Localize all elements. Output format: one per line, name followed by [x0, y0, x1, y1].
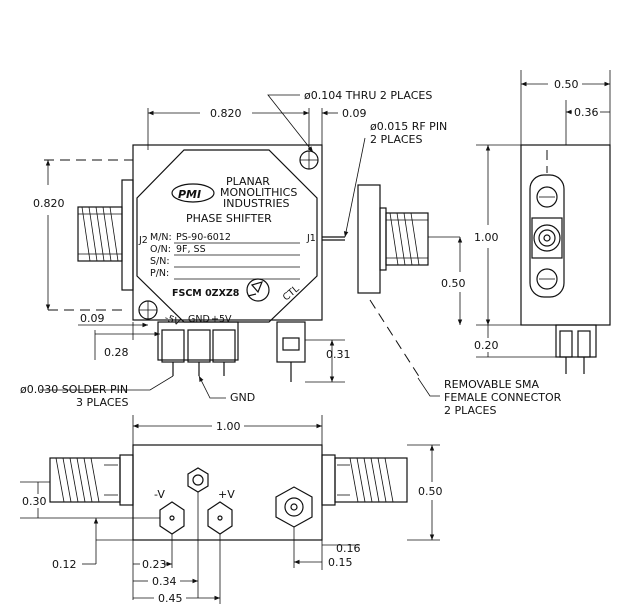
bottom-solder-pins — [157, 321, 239, 376]
on-value: 9F, SS — [176, 244, 206, 255]
pos-v-hex-pin — [207, 501, 233, 535]
gnd-hex-pin — [187, 467, 209, 493]
dim-pin-y: 0.30 — [22, 495, 47, 508]
dim-hole-offset: 0.09 — [342, 107, 367, 120]
product-name: PHASE SHIFTER — [186, 212, 272, 225]
dim-side-bottom: 0.20 — [474, 339, 499, 352]
dim-016: 0.16 — [336, 542, 361, 555]
dim-side-inner: 0.36 — [574, 106, 599, 119]
connector-view: REMOVABLE SMA FEMALE CONNECTOR 2 PLACES — [357, 184, 562, 417]
mn-label: M/N: — [150, 232, 172, 243]
rf-pin-note-2: 2 PLACES — [370, 133, 422, 146]
dim-top-width: 0.820 — [210, 107, 242, 120]
company-line-3: INDUSTRIES — [223, 197, 290, 210]
neg-v-label: -V — [154, 488, 165, 501]
bottom-dimensions: 1.00 0.50 0.30 0.12 0.23 0.34 0.45 0.16 — [20, 415, 443, 605]
pmi-logo: PMI — [178, 188, 201, 201]
rf-hex-connector — [275, 486, 313, 528]
front-view: PMI PLANAR MONOLITHICS INDUSTRIES PHASE … — [44, 144, 345, 382]
hole-note: ø0.104 THRU 2 PLACES — [304, 89, 432, 102]
company-line-2: MONOLITHICS — [220, 186, 297, 199]
rf-pin-note-1: ø0.015 RF PIN — [370, 120, 447, 133]
dim-left-height: 0.820 — [33, 197, 65, 210]
on-label: O/N: — [150, 244, 171, 255]
side-view — [520, 144, 611, 374]
dim-left-hole: 0.09 — [80, 312, 105, 325]
dim-connector-depth: 0.28 — [104, 346, 129, 359]
dim-pin-height: 0.31 — [326, 348, 351, 361]
left-sma-connector — [77, 179, 134, 291]
pmi-logo-oval — [171, 183, 215, 203]
bottom-rf-connector — [276, 321, 306, 382]
connector-note-3: 2 PLACES — [444, 404, 496, 417]
j1-label: J1 — [306, 233, 316, 244]
gnd-pin-label: GND — [188, 314, 210, 325]
dim-034: 0.34 — [152, 575, 177, 588]
gnd-note: GND — [230, 391, 255, 404]
pn-label: P/N: — [150, 268, 169, 279]
mn-value: PS-90-6012 — [176, 232, 231, 243]
label-plate — [136, 149, 318, 323]
dim-bottom-height: 0.50 — [418, 485, 443, 498]
dim-012: 0.12 — [52, 558, 77, 571]
dim-015: 0.15 — [328, 556, 353, 569]
connector-note-1: REMOVABLE SMA — [444, 378, 539, 391]
pos-v-label: +V — [218, 488, 235, 501]
dim-045: 0.45 — [158, 592, 183, 605]
dim-side-height: 1.00 — [474, 231, 499, 244]
fscm-code: FSCM 0ZXZ8 — [172, 288, 240, 299]
bottom-view: -V +V — [49, 444, 408, 541]
esd-symbol-icon — [246, 278, 270, 302]
dim-side-connector: 0.50 — [441, 277, 466, 290]
pos5v-label: +5V — [211, 314, 232, 325]
solder-note-2: 3 PLACES — [76, 396, 128, 409]
dim-023: 0.23 — [142, 558, 167, 571]
ctl-label: CTL — [281, 283, 302, 303]
company-line-1: PLANAR — [226, 175, 270, 188]
neg-v-hex-pin — [159, 501, 185, 535]
j2-label: J2 — [138, 235, 148, 246]
dim-side-width: 0.50 — [554, 78, 579, 91]
dim-bottom-length: 1.00 — [216, 420, 241, 433]
front-dimensions: 0.820 0.09 0.820 0.09 0.28 0.31 ø0.104 T… — [20, 89, 447, 409]
side-dimensions: 0.50 0.36 1.00 0.50 0.20 — [441, 70, 611, 358]
connector-note-2: FEMALE CONNECTOR — [444, 391, 562, 404]
solder-note-1: ø0.030 SOLDER PIN — [20, 383, 128, 396]
neg5v-label: -5V — [163, 312, 182, 328]
sn-label: S/N: — [150, 256, 170, 267]
